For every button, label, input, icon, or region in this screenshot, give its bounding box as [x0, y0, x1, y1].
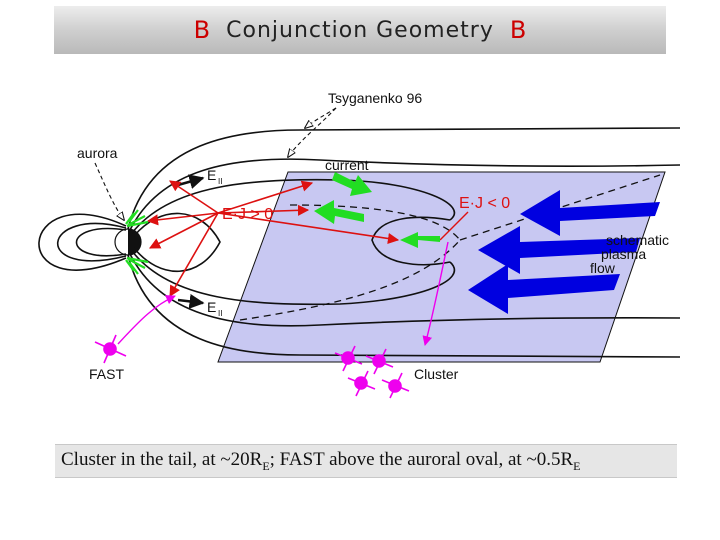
e-parallel-top-label: E	[207, 167, 216, 183]
title-bar: B Conjunction Geometry B	[54, 6, 666, 54]
ej-negative-pointer	[439, 211, 469, 241]
fast-pointer	[117, 295, 176, 345]
parallel-subscript: II	[218, 309, 222, 318]
model-label: Tsyganenko 96	[328, 90, 422, 106]
fast-label: FAST	[89, 366, 124, 382]
model-pointer	[288, 107, 337, 157]
parallel-subscript: II	[218, 177, 222, 186]
aurora-label: aurora	[77, 145, 118, 161]
aurora-rays	[125, 209, 149, 275]
conjunction-diagram: Tsyganenko 96 aurora current E II E II E…	[38, 90, 681, 399]
ej-negative-label: E·J < 0	[459, 195, 510, 212]
schematic-label: schematic	[606, 232, 669, 248]
current-arrows	[314, 172, 440, 248]
e-parallel-bottom-arrow	[177, 293, 205, 309]
cluster-pointer	[422, 241, 449, 346]
flow-label: flow	[590, 260, 616, 276]
bullet-icon: B	[193, 16, 211, 44]
ej-positive-arrows	[146, 180, 400, 297]
dashed-field-lines	[239, 174, 661, 321]
caption-box: Cluster in the tail, at ~20RE; FAST abov…	[55, 444, 677, 478]
plasma-flow-arrows	[468, 190, 660, 314]
cluster-label: Cluster	[414, 366, 459, 382]
fast-spacecraft	[94, 334, 127, 364]
caption-text: Cluster in the tail, at ~20RE; FAST abov…	[61, 448, 581, 473]
current-label: current	[325, 157, 369, 173]
e-parallel-top-arrow	[177, 174, 205, 189]
bullet-icon: B	[509, 16, 527, 44]
aurora-pointer	[94, 162, 124, 220]
cluster-spacecraft	[334, 345, 410, 399]
e-parallel-bottom-label: E	[207, 299, 216, 315]
slide-title: Conjunction Geometry	[226, 17, 494, 43]
plasma-label: plasma	[601, 246, 646, 262]
